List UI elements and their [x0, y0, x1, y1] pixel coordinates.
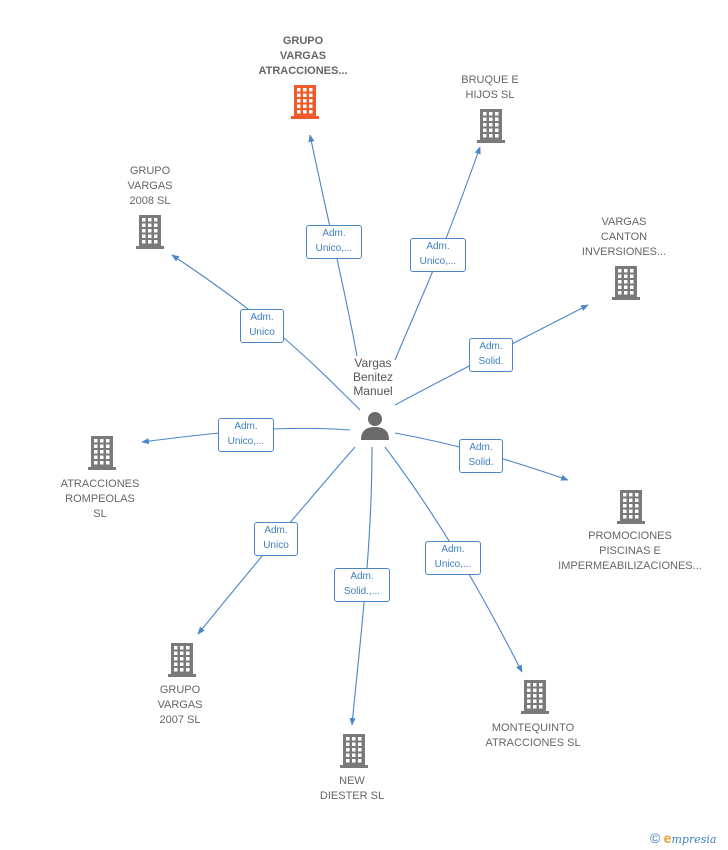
copyright-icon: © — [650, 830, 661, 846]
person-icon[interactable] — [361, 412, 389, 440]
node-label-atracciones-rompeolas[interactable]: ATRACCIONES ROMPEOLAS SL — [60, 478, 140, 520]
brand-name: mpresia — [671, 833, 717, 846]
edge-label-vargas-canton: Adm. Solid. — [469, 338, 513, 372]
building-icon-vargas-canton[interactable] — [612, 266, 640, 300]
node-label-grupo-vargas-2007[interactable]: GRUPO VARGAS 2007 SL — [157, 684, 203, 726]
node-label-grupo-vargas-2008[interactable]: GRUPO VARGAS 2008 SL — [127, 165, 173, 207]
building-icon-montequinto[interactable] — [521, 680, 549, 714]
center-person-label[interactable]: Vargas Benitez Manuel — [352, 356, 394, 398]
edge-label-atracciones-rompeolas: Adm. Unico,... — [218, 418, 274, 452]
building-icon-promociones-piscinas[interactable] — [617, 490, 645, 524]
node-label-vargas-canton[interactable]: VARGAS CANTON INVERSIONES... — [581, 216, 667, 258]
edge-label-promociones-piscinas: Adm. Solid. — [459, 439, 503, 473]
node-label-grupo-vargas-atracciones[interactable]: GRUPO VARGAS ATRACCIONES... — [258, 35, 348, 77]
building-icon-grupo-vargas-2007[interactable] — [168, 643, 196, 677]
building-icon-bruque-e-hijos[interactable] — [477, 109, 505, 143]
edge-label-montequinto: Adm. Unico,... — [425, 541, 481, 575]
footer-brand: © empresia — [650, 830, 716, 846]
node-label-promociones-piscinas[interactable]: PROMOCIONES PISCINAS E IMPERMEABILIZACIO… — [558, 530, 702, 572]
node-label-bruque-e-hijos[interactable]: BRUQUE E HIJOS SL — [461, 74, 519, 101]
node-label-new-diester[interactable]: NEW DIESTER SL — [319, 775, 385, 802]
building-icon-new-diester[interactable] — [340, 734, 368, 768]
edge-label-grupo-vargas-2007: Adm. Unico — [254, 522, 298, 556]
brand-initial: e — [663, 830, 672, 846]
building-icon-grupo-vargas-2008[interactable] — [136, 215, 164, 249]
building-icon-atracciones-rompeolas[interactable] — [88, 436, 116, 470]
edge-bruque-e-hijos — [394, 146, 481, 361]
edge-label-grupo-vargas-2008: Adm. Unico — [240, 309, 284, 343]
edge-label-grupo-vargas-atracciones: Adm. Unico,... — [306, 225, 362, 259]
edge-label-bruque-e-hijos: Adm. Unico,... — [410, 238, 466, 272]
edge-grupo-vargas-2008 — [171, 254, 361, 411]
edge-label-new-diester: Adm. Solid.,... — [334, 568, 390, 602]
node-label-montequinto[interactable]: MONTEQUINTO ATRACCIONES SL — [485, 722, 581, 749]
building-icon-grupo-vargas-atracciones[interactable] — [291, 85, 319, 119]
